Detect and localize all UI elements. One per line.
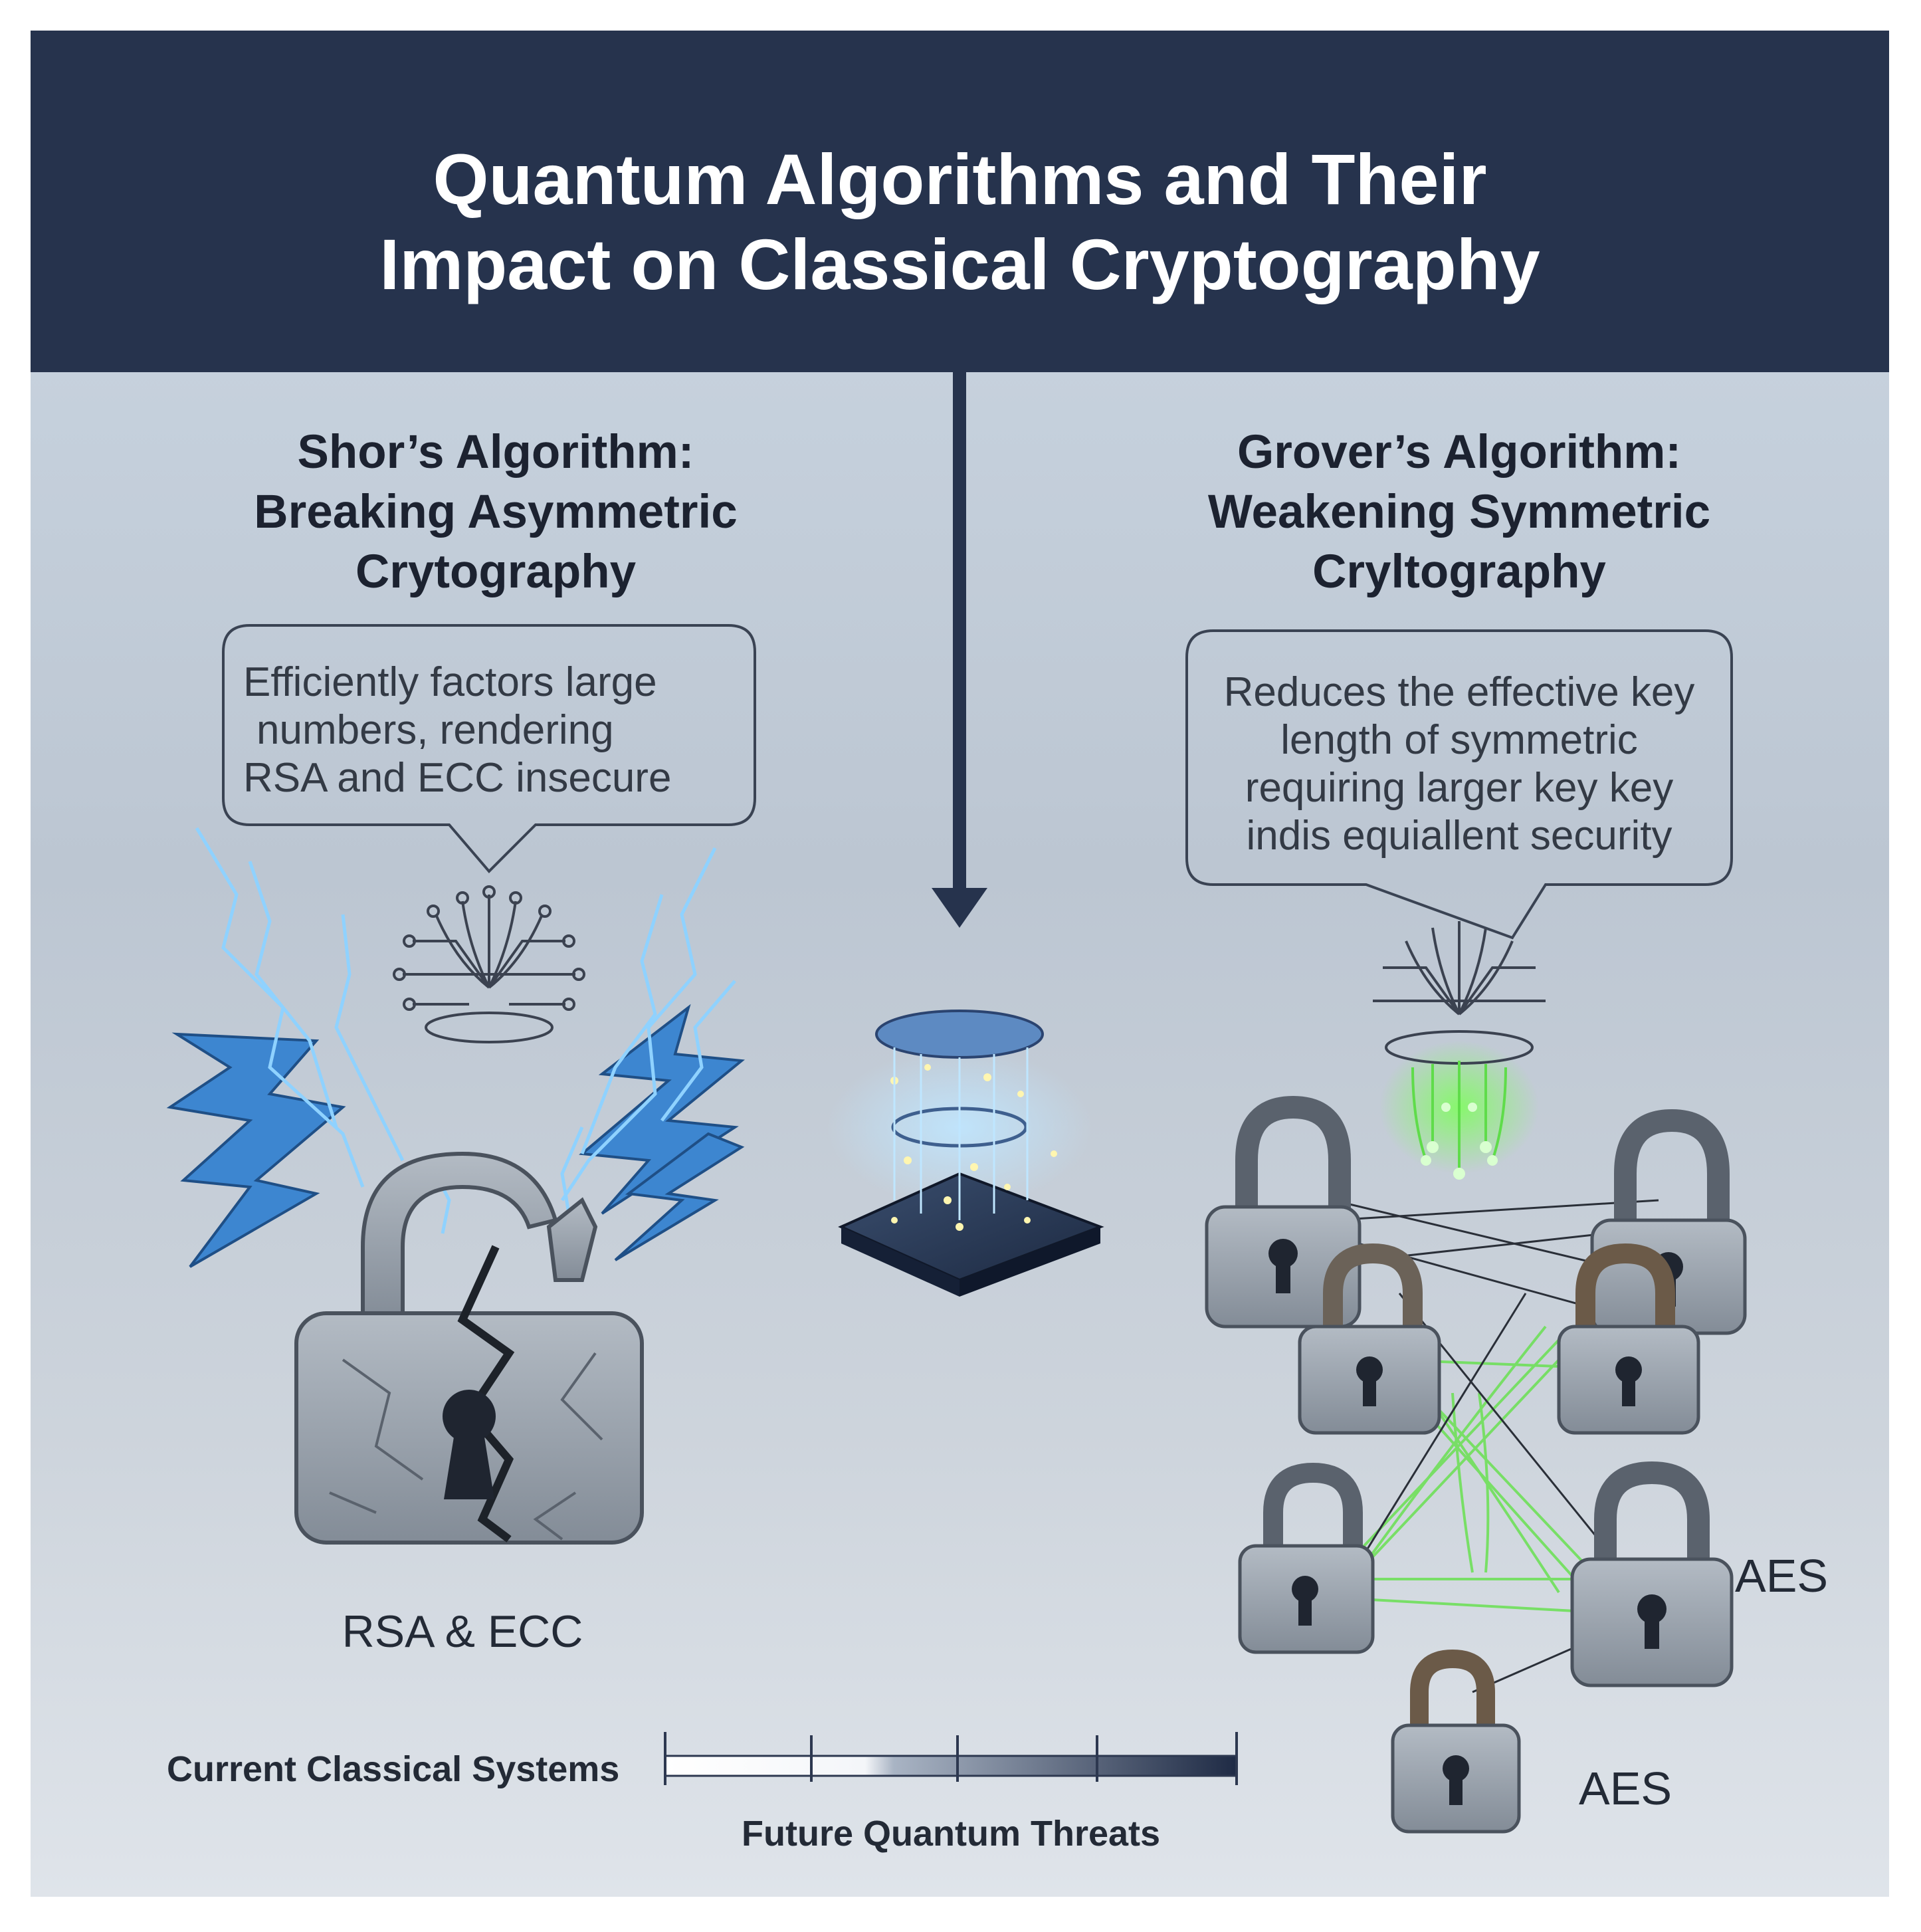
padlock-icon: [1205, 1095, 1362, 1329]
shor-description: Efficiently factors large numbers, rende…: [230, 659, 708, 802]
shor-heading-line-1: Shor’s Algorithm:: [297, 426, 694, 479]
shor-description-line-3: RSA and ECC insecure: [243, 755, 672, 801]
shor-heading: Shor’s Algorithm: Breaking Asymmetric Cr…: [190, 423, 801, 602]
right-speech-bubble: [1185, 629, 1733, 940]
shor-description-line-2: numbers, rendering: [256, 707, 614, 753]
grover-description-line-3: requiring larger key key: [1245, 765, 1674, 811]
padlock-icon: [1557, 1243, 1700, 1435]
shor-heading-line-3: Crytography: [355, 546, 637, 598]
grover-heading-line-1: Grover’s Algorithm:: [1237, 426, 1682, 479]
circuit-chip-icon: [393, 885, 585, 1043]
padlock-icon: [1570, 1461, 1734, 1687]
page-title: Quantum Algorithms and Their Impact on C…: [31, 137, 1889, 307]
current-systems-label: Current Classical Systems: [167, 1749, 620, 1789]
center-arrow: [932, 372, 987, 928]
circuit-chip-icon: [1373, 921, 1546, 1180]
broken-lock-icon: [294, 1151, 644, 1545]
title-line-1: Quantum Algorithms and Their: [433, 139, 1487, 219]
shor-heading-line-2: Breaking Asymmetric: [254, 486, 738, 538]
threat-timeline-bar: [664, 1732, 1238, 1785]
grover-description-line-1: Reduces the effective key: [1223, 669, 1695, 715]
quantum-processor-icon: [827, 1010, 1104, 1297]
grover-description-line-2: length of symmetric: [1280, 717, 1638, 763]
aes-label-upper: AES: [1735, 1550, 1829, 1602]
rsa-ecc-label: RSA & ECC: [342, 1606, 583, 1657]
aes-label-lower: AES: [1579, 1763, 1672, 1814]
future-threats-label: Future Quantum Threats: [742, 1814, 1161, 1854]
title-line-2: Impact on Classical Cryptography: [379, 224, 1540, 304]
infographic-frame: Quantum Algorithms and Their Impact on C…: [31, 31, 1889, 1897]
grover-description-line-4: indis equiallent security: [1246, 813, 1672, 859]
padlock-icon: [1238, 1462, 1375, 1654]
grover-heading: Grover’s Algorithm: Weakening Symmetric …: [1160, 423, 1758, 602]
shor-description-line-1: Efficiently factors large: [243, 659, 657, 705]
padlock-icon: [1298, 1243, 1441, 1435]
grover-description: Reduces the effective key length of symm…: [1193, 669, 1725, 860]
illustration-layer: [166, 372, 1747, 1834]
title-banner: Quantum Algorithms and Their Impact on C…: [31, 31, 1889, 372]
lightning-bolts: [166, 827, 746, 1268]
grover-heading-line-3: Cryltography: [1312, 546, 1606, 598]
left-speech-bubble: [222, 624, 756, 873]
padlock-icon: [1391, 1649, 1521, 1834]
grover-heading-line-2: Weakening Symmetric: [1207, 486, 1711, 538]
